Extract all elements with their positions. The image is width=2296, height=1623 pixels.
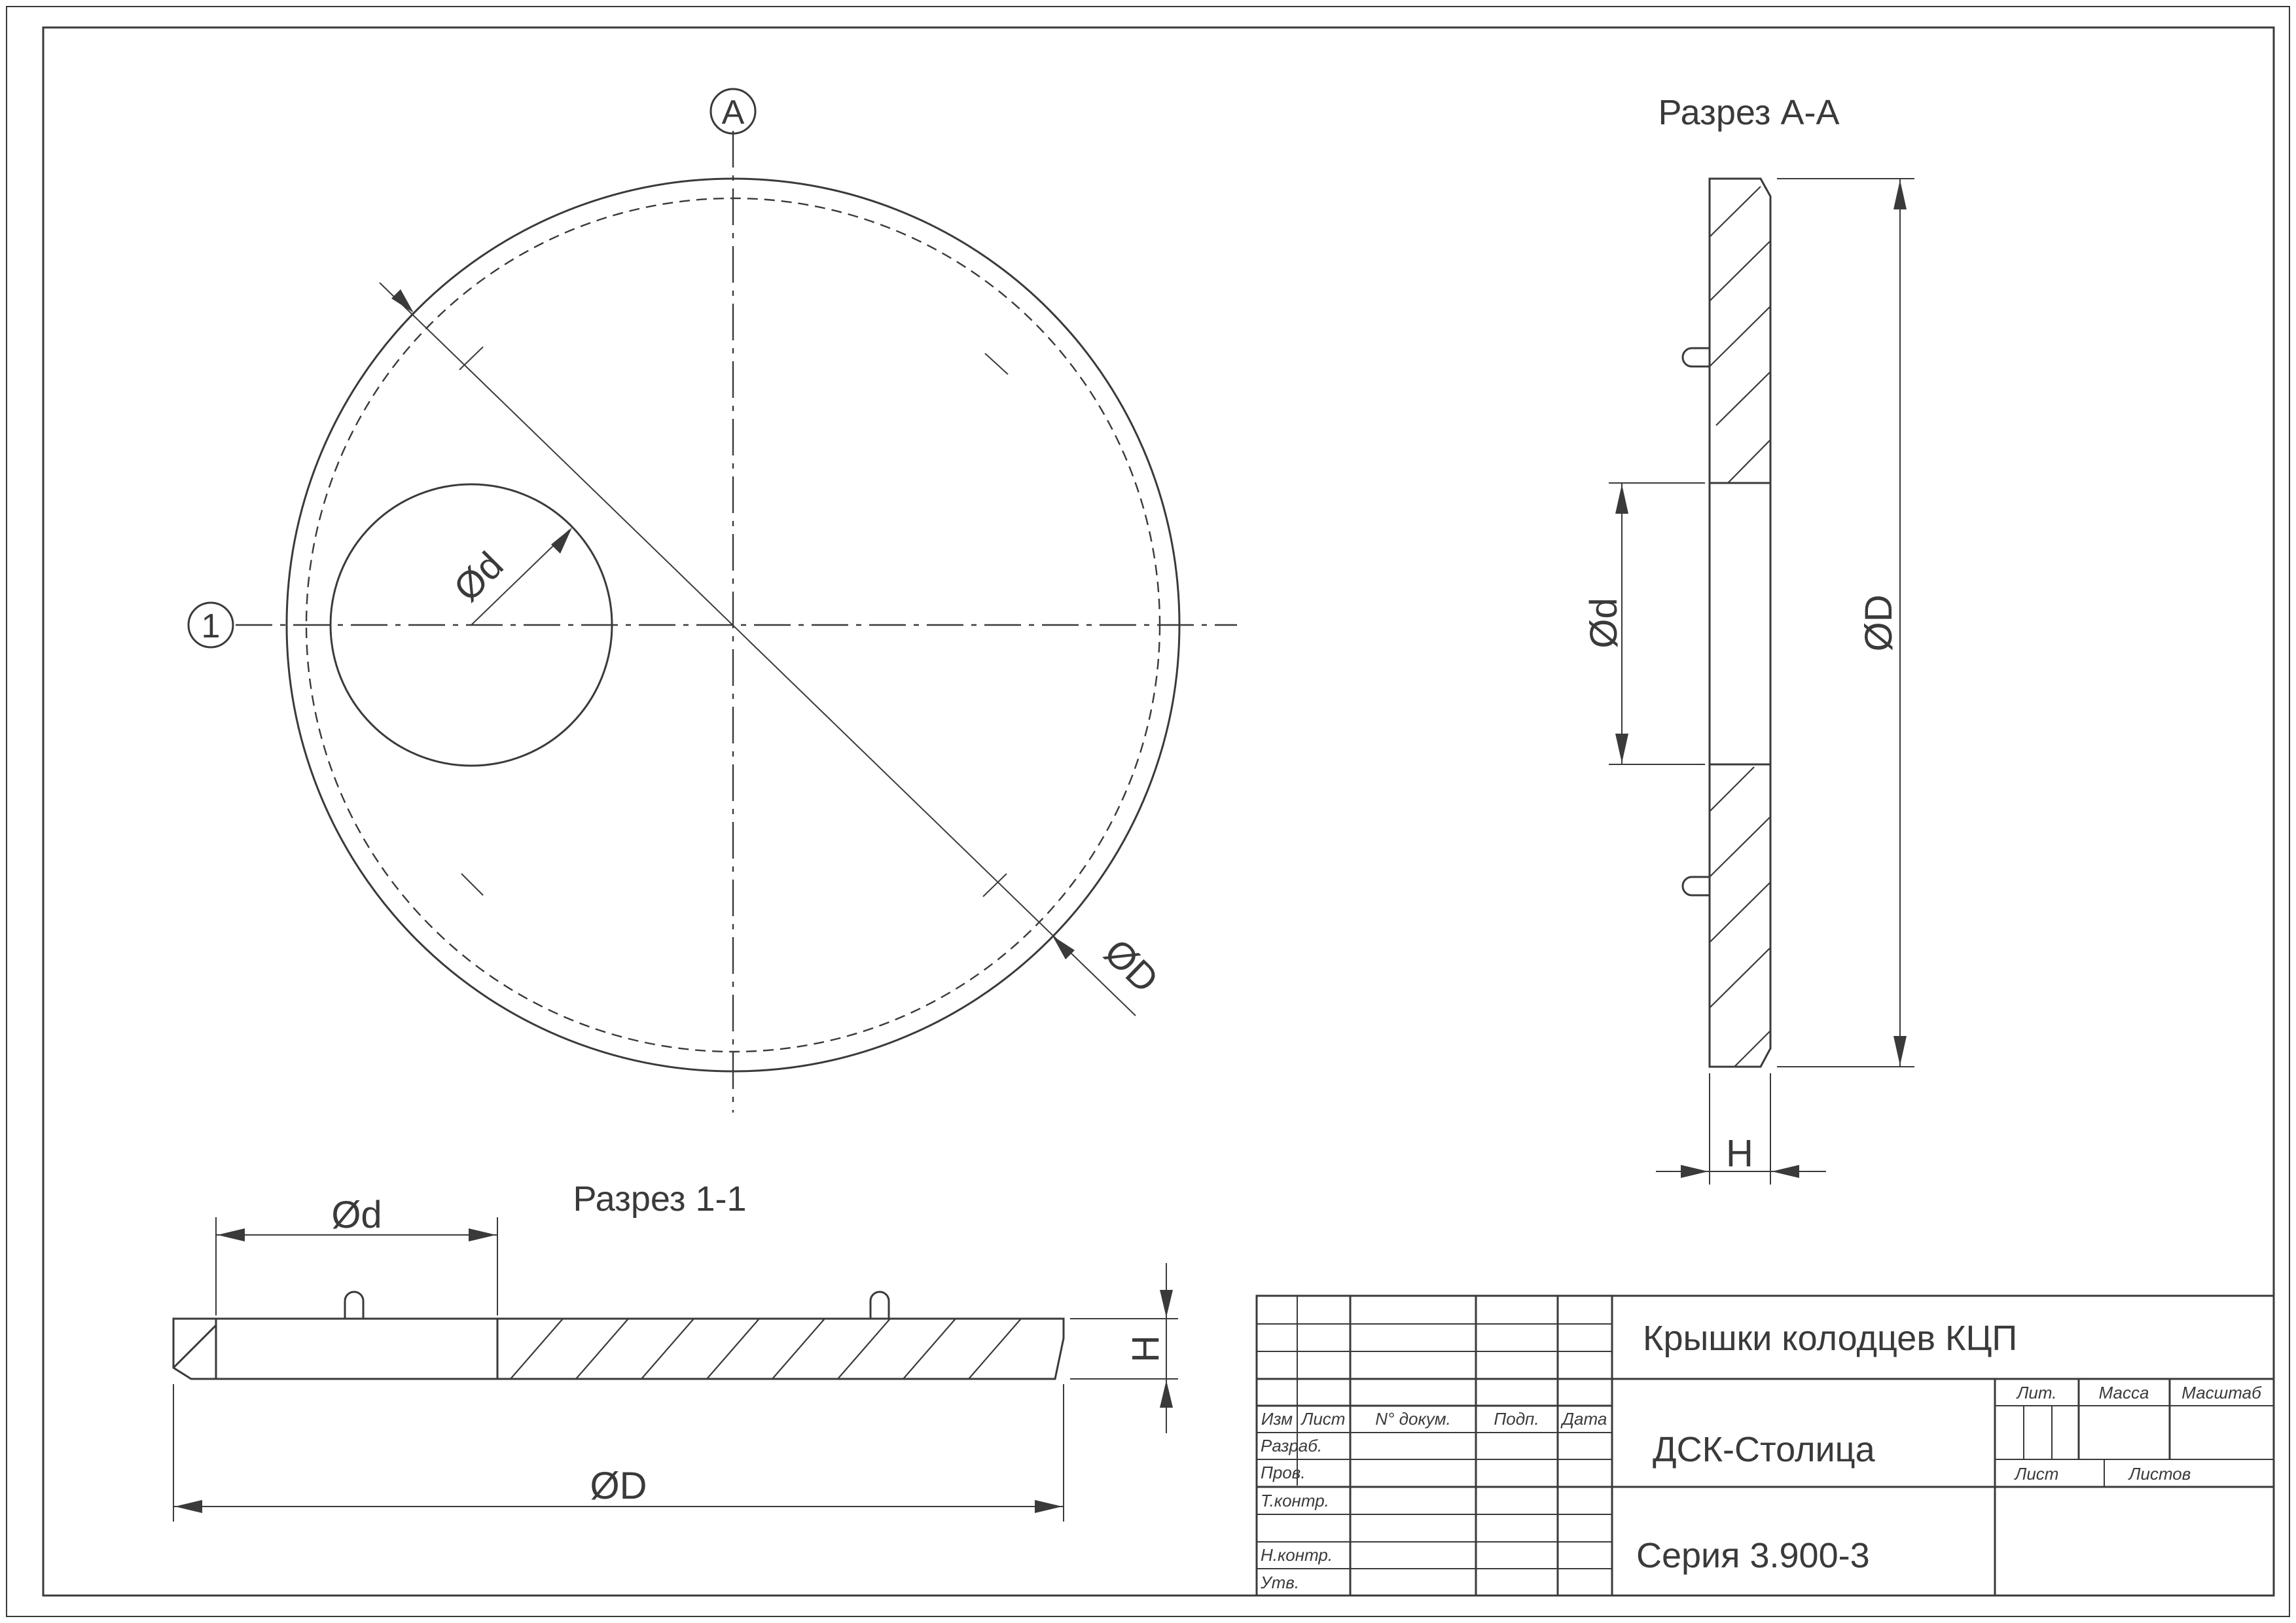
dim-aa-D-label: ØD bbox=[1857, 595, 1900, 652]
dim-11-d-arrow-right bbox=[469, 1228, 496, 1241]
dim-D-label: ØD bbox=[1096, 931, 1167, 1001]
tb-header-date: Дата bbox=[1560, 1409, 1607, 1429]
tb-mass-label: Масса bbox=[2099, 1383, 2149, 1402]
dim-aa-d-label: Ød bbox=[1583, 597, 1625, 648]
dim-11-H-arrow-top bbox=[1160, 1290, 1173, 1317]
hatch-11-6 bbox=[837, 1318, 891, 1380]
dim-aa-D-arrow-bottom bbox=[1893, 1036, 1907, 1065]
tb-document-name: Крышки колодцев КЦП bbox=[1643, 1319, 2017, 1358]
loop-mark-3 bbox=[461, 873, 484, 896]
section-aa: Разрез А-А ØD Ød bbox=[1583, 93, 1914, 1185]
hatch-11-2 bbox=[575, 1318, 629, 1380]
loop-aa-lower bbox=[1681, 876, 1710, 897]
dim-11-D-arrow-left bbox=[175, 1500, 202, 1513]
hatch-aa-l2 bbox=[1709, 816, 1771, 878]
dim-d-label: Ød bbox=[446, 544, 512, 610]
dim-D-arrow-bottom bbox=[1052, 936, 1075, 959]
tb-header-doc: N° докум. bbox=[1375, 1409, 1451, 1429]
tb-role-tkontr: Т.контр. bbox=[1261, 1491, 1329, 1510]
hatch-11-4 bbox=[706, 1318, 760, 1380]
hatch-11-8 bbox=[968, 1318, 1022, 1380]
tb-scale-label: Масштаб bbox=[2181, 1383, 2262, 1402]
dim-aa-H-label: H bbox=[1726, 1132, 1753, 1175]
title-block: Изм Лист N° докум. Подп. Дата Разраб. Пр… bbox=[1255, 1294, 2275, 1597]
dim-aa-H-arrow-right bbox=[1772, 1165, 1799, 1178]
loop-mark-1 bbox=[459, 346, 484, 370]
dim-11-d-arrow-left bbox=[217, 1228, 245, 1241]
tb-series: Серия 3.900-3 bbox=[1636, 1536, 1870, 1575]
axis-1-label: 1 bbox=[202, 607, 221, 645]
section-11: Разрез 1-1 Ød ØD bbox=[172, 1179, 1178, 1522]
loop-mark-4 bbox=[982, 873, 1007, 897]
hatch-aa-l4 bbox=[1709, 947, 1771, 1008]
hatch-11-1 bbox=[510, 1318, 564, 1380]
tb-role-nkontr: Н.контр. bbox=[1261, 1545, 1333, 1565]
loop-11-right bbox=[869, 1291, 890, 1319]
loop-mark-2 bbox=[984, 353, 1009, 375]
dim-aa-D-arrow-top bbox=[1893, 180, 1907, 209]
tb-sheets-label: Листов bbox=[2128, 1464, 2191, 1484]
tb-role-razrab: Разраб. bbox=[1261, 1436, 1322, 1455]
section-11-chamfer-left bbox=[172, 1324, 217, 1369]
dim-11-d-label: Ød bbox=[331, 1194, 382, 1236]
hatch-aa-u5 bbox=[1727, 439, 1771, 484]
outer-border bbox=[6, 6, 2290, 1617]
dim-aa-d-arrow-top bbox=[1615, 484, 1628, 514]
section-aa-outline bbox=[1708, 177, 1772, 1068]
dim-aa-d-arrow-bottom bbox=[1615, 734, 1628, 763]
hatch-aa-u3 bbox=[1709, 306, 1771, 367]
title-block-frame bbox=[1255, 1294, 2275, 1597]
hatch-aa-u1 bbox=[1709, 186, 1761, 238]
dim-D-line bbox=[379, 282, 1136, 1016]
loop-11-left bbox=[344, 1291, 365, 1319]
axis-marker-a bbox=[709, 88, 757, 135]
hatch-aa-u4 bbox=[1715, 371, 1771, 426]
dim-D-arrow-top bbox=[391, 289, 414, 313]
hatch-aa-l5 bbox=[1734, 1030, 1771, 1067]
tb-role-prov: Пров. bbox=[1261, 1463, 1306, 1482]
plan-view: A 1 ØD Ød bbox=[187, 88, 1237, 1113]
axis-a-label: A bbox=[722, 94, 745, 132]
hatch-aa-l1 bbox=[1709, 766, 1755, 812]
dim-11-H-arrow-bottom bbox=[1160, 1380, 1173, 1408]
dim-11-D-arrow-right bbox=[1035, 1500, 1062, 1513]
loop-aa-upper bbox=[1681, 347, 1710, 368]
tb-sheet-label: Лист bbox=[2014, 1464, 2059, 1484]
drawing-frame bbox=[42, 26, 2275, 1597]
hatch-11-7 bbox=[903, 1318, 956, 1380]
hatch-aa-u2 bbox=[1709, 240, 1771, 302]
tb-header-izm: Изм bbox=[1261, 1409, 1293, 1429]
tb-role-utv: Утв. bbox=[1260, 1573, 1299, 1592]
tb-organization: ДСК-Столица bbox=[1653, 1430, 1876, 1469]
section-11-title: Разрез 1-1 bbox=[573, 1179, 746, 1219]
dim-d-arrow bbox=[551, 527, 572, 554]
dim-11-D-label: ØD bbox=[590, 1465, 647, 1507]
tb-header-list: Лист bbox=[1300, 1409, 1346, 1429]
hatch-11-3 bbox=[641, 1318, 694, 1380]
axis-marker-1 bbox=[187, 601, 234, 649]
tb-lit-label: Лит. bbox=[2016, 1383, 2057, 1402]
tb-header-sign: Подп. bbox=[1494, 1409, 1539, 1429]
section-aa-title: Разрез А-А bbox=[1658, 93, 1839, 132]
hatch-aa-l3 bbox=[1709, 882, 1771, 943]
hatch-11-5 bbox=[772, 1318, 825, 1380]
dim-aa-H-arrow-left bbox=[1681, 1165, 1708, 1178]
dim-11-H-label: H bbox=[1124, 1335, 1167, 1363]
